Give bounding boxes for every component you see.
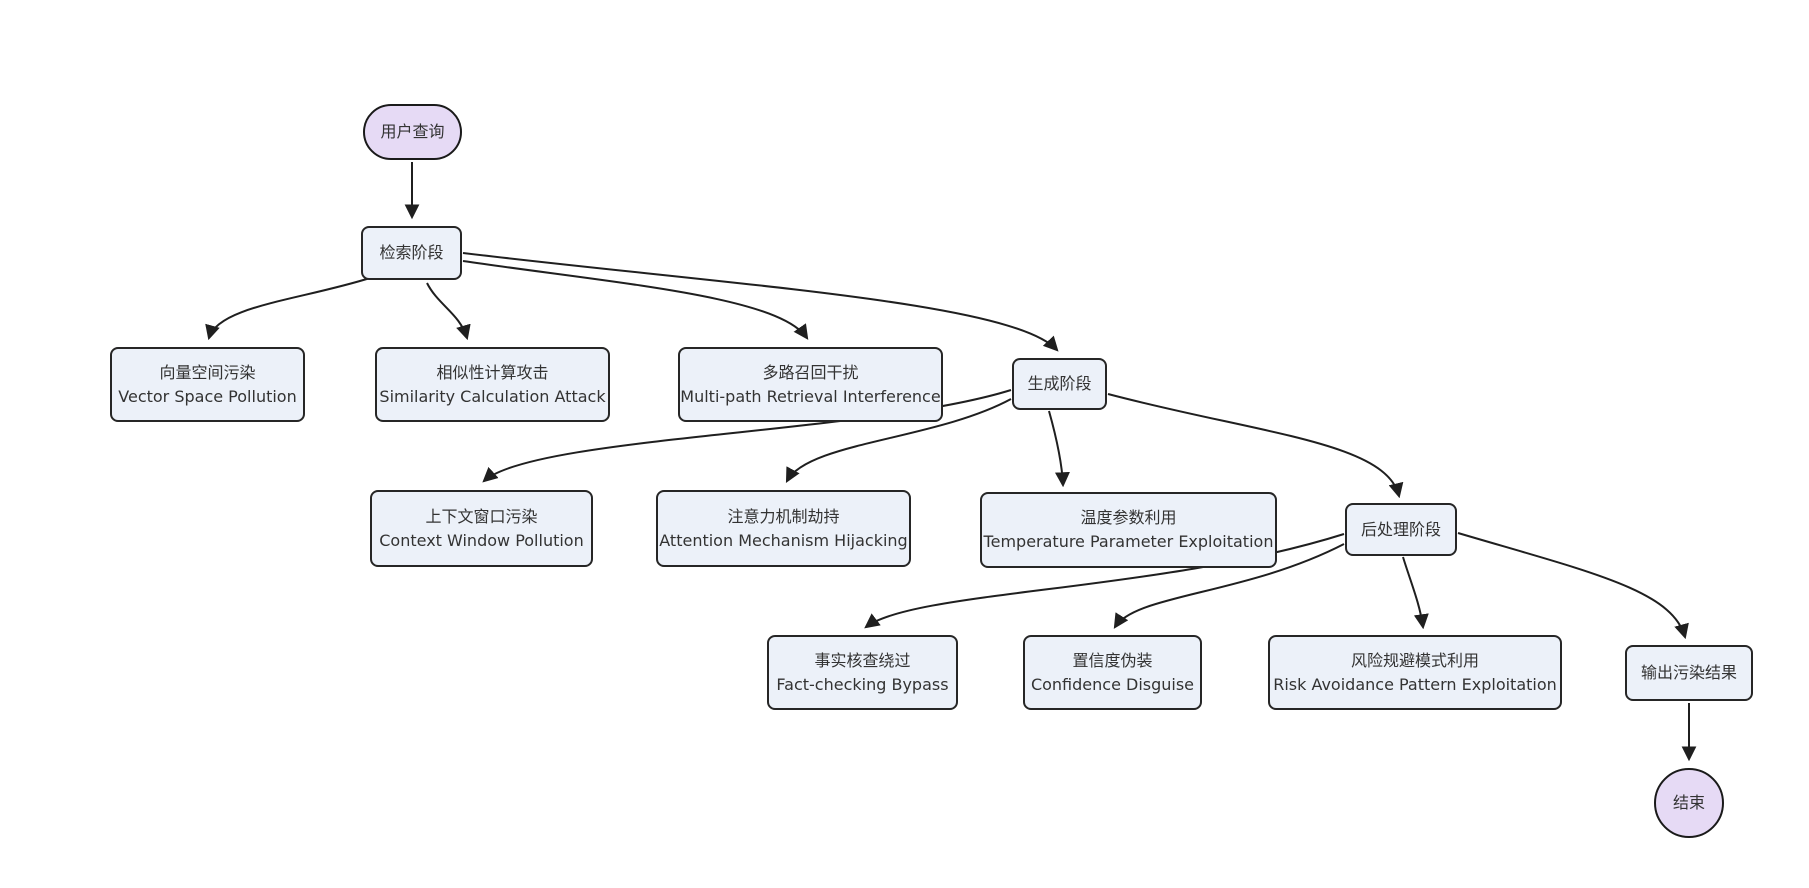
node-label-zh: 多路召回干扰 <box>762 362 859 382</box>
node-risk-avoidance: 风险规避模式利用 Risk Avoidance Pattern Exploita… <box>1268 635 1562 710</box>
node-output-polluted-result: 输出污染结果 <box>1625 645 1753 701</box>
node-user-query: 用户查询 <box>363 104 462 160</box>
edge-postprocessing-to-confidence-disguise <box>1113 543 1345 629</box>
node-label-en: Temperature Parameter Exploitation <box>983 532 1274 551</box>
node-label-zh: 温度参数利用 <box>1080 508 1177 527</box>
node-label-en: Similarity Calculation Attack <box>379 386 606 406</box>
node-temperature-exploitation: 温度参数利用 Temperature Parameter Exploitatio… <box>980 492 1277 568</box>
node-label-en: Context Window Pollution <box>379 530 584 550</box>
edge-generation-to-temperature-exploitation <box>1048 410 1070 488</box>
edge-generation-to-attention-hijacking <box>785 398 1012 483</box>
node-context-window-pollution: 上下文窗口污染 Context Window Pollution <box>370 490 593 567</box>
node-label-en: Attention Mechanism Hijacking <box>659 530 908 550</box>
edge-generation-to-postprocessing-stage <box>1107 393 1404 499</box>
node-label-zh: 事实核查绕过 <box>814 650 911 670</box>
node-label-en: Vector Space Pollution <box>118 386 297 406</box>
node-factcheck-bypass: 事实核查绕过 Fact-checking Bypass <box>767 635 958 710</box>
node-label-en: Confidence Disguise <box>1030 674 1195 694</box>
node-label: 输出污染结果 <box>1640 663 1737 682</box>
node-label-zh: 置信度伪装 <box>1072 650 1153 670</box>
edge-retrieval-to-similarity-attack <box>426 282 471 341</box>
node-label: 生成阶段 <box>1027 374 1092 393</box>
node-generation-stage: 生成阶段 <box>1012 358 1107 410</box>
node-postprocessing-stage: 后处理阶段 <box>1345 503 1457 556</box>
node-end: 结束 <box>1654 768 1724 838</box>
node-confidence-disguise: 置信度伪装 Confidence Disguise <box>1023 635 1202 710</box>
node-label-en: Fact-checking Bypass <box>776 674 949 694</box>
node-multipath-interference: 多路召回干扰 Multi-path Retrieval Interference <box>678 347 943 422</box>
node-label-zh: 上下文窗口污染 <box>425 506 538 526</box>
edge-retrieval-to-vector-space-pollution <box>205 277 371 341</box>
node-label: 检索阶段 <box>379 243 444 262</box>
node-vector-space-pollution: 向量空间污染 Vector Space Pollution <box>110 347 305 422</box>
node-label-zh: 向量空间污染 <box>159 362 256 382</box>
node-attention-hijacking: 注意力机制劫持 Attention Mechanism Hijacking <box>656 490 911 567</box>
edge-retrieval-to-multipath-interference <box>462 260 809 340</box>
edge-postprocessing-to-risk-avoidance <box>1402 556 1429 630</box>
node-label: 结束 <box>1672 793 1705 812</box>
edge-retrieval-to-generation-stage <box>462 252 1059 352</box>
node-label: 用户查询 <box>380 122 445 141</box>
node-label-zh: 相似性计算攻击 <box>436 362 549 382</box>
node-label-zh: 注意力机制劫持 <box>727 506 840 526</box>
node-label: 后处理阶段 <box>1360 519 1441 539</box>
node-label-en: Multi-path Retrieval Interference <box>680 386 941 406</box>
node-label-zh: 风险规避模式利用 <box>1350 650 1479 670</box>
node-label-en: Risk Avoidance Pattern Exploitation <box>1273 674 1557 694</box>
node-retrieval-stage: 检索阶段 <box>361 226 462 280</box>
edge-postprocessing-to-output-polluted-result <box>1457 532 1689 640</box>
node-similarity-attack: 相似性计算攻击 Similarity Calculation Attack <box>375 347 610 422</box>
